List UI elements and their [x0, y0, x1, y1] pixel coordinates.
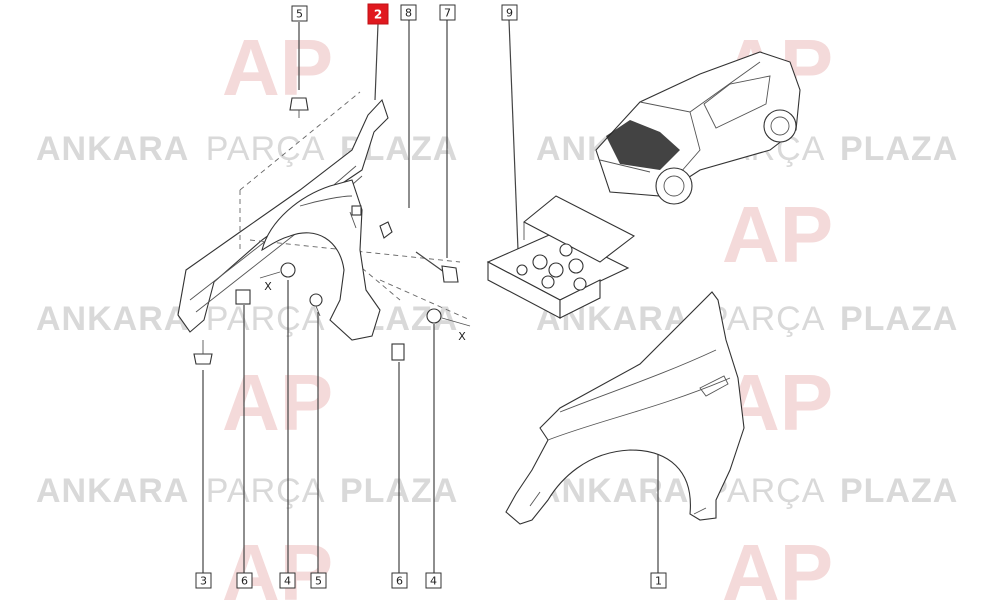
watermark-text: ANKARA PARÇA PLAZA	[36, 472, 458, 510]
clip-8	[379, 221, 393, 239]
svg-text:7: 7	[444, 7, 451, 20]
svg-text:AP: AP	[722, 190, 833, 279]
watermark-logo: AP	[722, 528, 833, 600]
watermark-logo: AP	[222, 358, 333, 447]
callout-2-top[interactable]: 2	[367, 3, 389, 25]
watermark-logo: AP	[722, 190, 833, 279]
svg-text:ANKARA PARÇA P: ANKARA PARÇA PLAZA	[36, 130, 458, 168]
svg-text:6: 6	[396, 575, 403, 588]
svg-text:1: 1	[655, 575, 662, 588]
svg-text:6: 6	[241, 575, 248, 588]
clip-6-right	[391, 343, 405, 361]
svg-text:X: X	[458, 330, 466, 343]
screw-7	[415, 251, 459, 283]
clip-kit-box	[486, 195, 636, 319]
svg-text:AP: AP	[222, 528, 333, 600]
watermark-text: ANKARA PARÇA PLAZA	[36, 300, 458, 338]
nut-4-left: X	[259, 262, 296, 293]
fender-bracket-drawing: X X	[177, 91, 471, 365]
watermark-layer: AP AP AP AP AP AP AP ANKARA PARÇA PLAZA	[36, 23, 958, 600]
callout-7-top[interactable]: 7	[439, 4, 456, 21]
svg-text:AP: AP	[222, 23, 333, 112]
callout-4-bottom[interactable]: 4	[279, 572, 296, 589]
svg-text:ANKARA PARÇA P: ANKARA PARÇA PLAZA	[536, 472, 958, 510]
svg-text:4: 4	[430, 575, 437, 588]
watermark-logo: AP	[222, 528, 333, 600]
wheel-arch-liner	[261, 179, 381, 341]
svg-text:ANKARA PARÇA P: ANKARA PARÇA PLAZA	[536, 300, 958, 338]
svg-text:5: 5	[315, 575, 322, 588]
bolt-5-top	[289, 97, 309, 118]
svg-text:4: 4	[284, 575, 291, 588]
svg-text:9: 9	[506, 7, 513, 20]
svg-text:8: 8	[405, 7, 412, 20]
liner-clip	[351, 205, 362, 216]
callout-6-bottom[interactable]: 6	[391, 572, 408, 589]
screw-3	[193, 340, 213, 365]
callout-5-top[interactable]: 5	[291, 5, 308, 22]
callouts-bottom: 3 6 4 5 6 4 1	[195, 572, 667, 589]
callouts-top: 5 2 8 7 9	[291, 3, 518, 25]
car-illustration	[595, 51, 801, 205]
watermark-text: ANKARA PARÇA PLAZA	[536, 472, 958, 510]
callout-6-bottom[interactable]: 6	[236, 572, 253, 589]
bolt-5-bottom	[309, 293, 323, 317]
fender-panel	[505, 291, 745, 525]
callout-1-bottom[interactable]: 1	[650, 572, 667, 589]
callout-5-bottom[interactable]: 5	[310, 572, 327, 589]
svg-text:2: 2	[374, 8, 382, 22]
callout-9-top[interactable]: 9	[501, 4, 518, 21]
svg-text:X: X	[264, 280, 272, 293]
svg-text:ANKARA PARÇA P: ANKARA PARÇA PLAZA	[36, 472, 458, 510]
watermark-text: ANKARA PARÇA PLAZA	[36, 130, 458, 168]
watermark-text: ANKARA PARÇA PLAZA	[536, 300, 958, 338]
svg-text:AP: AP	[722, 528, 833, 600]
callout-3-bottom[interactable]: 3	[195, 572, 212, 589]
nut-4-right: X	[426, 308, 471, 343]
watermark-logo: AP	[222, 23, 333, 112]
svg-text:5: 5	[296, 8, 303, 21]
svg-text:3: 3	[200, 575, 207, 588]
callout-8-top[interactable]: 8	[400, 4, 417, 21]
clip-6-left	[235, 289, 251, 305]
callout-4-bottom[interactable]: 4	[425, 572, 442, 589]
svg-text:ANKARA PARÇA P: ANKARA PARÇA PLAZA	[36, 300, 458, 338]
svg-text:AP: AP	[222, 358, 333, 447]
